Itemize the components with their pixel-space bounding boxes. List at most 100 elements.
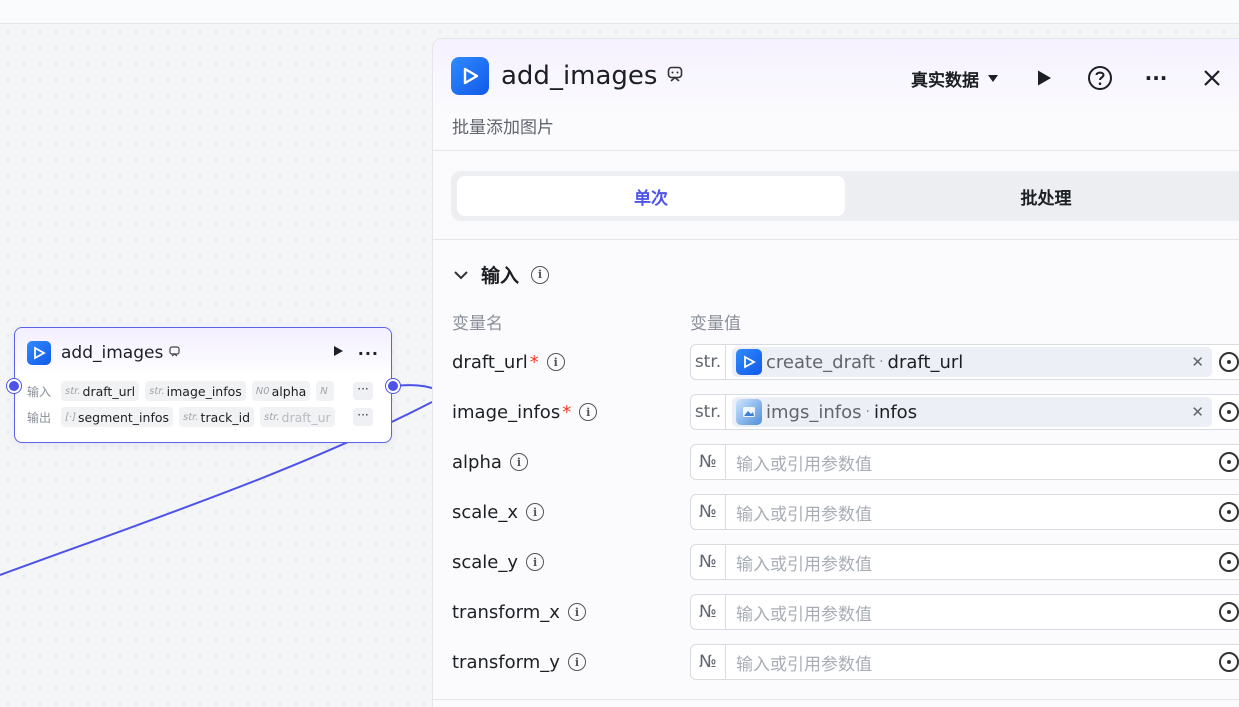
variable-ref-icon[interactable] [1219,552,1239,572]
input-section-title: 输入 [481,265,520,287]
param-name-scale-y: scale_y i [452,544,545,580]
type-number: № [691,595,726,629]
type-number: № [691,445,726,479]
clear-icon[interactable]: ✕ [1191,353,1204,371]
top-bar [0,0,1239,24]
param-value-scale-x[interactable]: № 输入或引用参数值 [690,494,1239,530]
clear-icon[interactable]: ✕ [1191,403,1204,421]
plugin-badge-icon [667,66,683,86]
ref-node-name: create_draft [766,351,876,373]
caret-down-icon [988,74,998,82]
run-node-icon[interactable] [332,345,344,361]
param-value-alpha[interactable]: № 输入或引用参数值 [690,444,1239,480]
ref-field-name: infos [873,401,918,423]
close-icon[interactable] [1197,63,1227,93]
node-title: add_images [61,343,164,363]
node-card-add-images[interactable]: add_images ··· 输入 str.draft_url str.imag… [14,327,392,443]
type-number: № [691,495,726,529]
outputs-more-button[interactable]: ··· [353,408,373,426]
param-value-draft-url[interactable]: str. create_draft · draft_url ✕ [690,344,1239,380]
required-mark: * [529,351,539,373]
tab-single[interactable]: 单次 [457,176,845,216]
ref-field-name: draft_url [887,351,964,373]
plugin-badge-icon [169,346,180,360]
param-value-transform-x[interactable]: № 输入或引用参数值 [690,594,1239,630]
bottom-divider [433,699,1239,700]
info-icon[interactable]: i [531,265,550,284]
param-name-scale-x: scale_x i [452,494,545,530]
tab-batch[interactable]: 批处理 [1020,188,1072,209]
play-logo-icon [736,349,762,375]
input-chip-truncated: N [316,381,334,401]
node-outputs-row: 输出 [·]segment_infos str.track_id str.dra… [15,404,391,430]
value-placeholder: 输入或引用参数值 [736,454,872,475]
type-str: str. [691,395,726,429]
type-str: str. [691,345,726,379]
variable-ref-icon[interactable] [1219,602,1239,622]
chevron-down-icon [454,270,468,279]
image-node-icon [736,399,762,425]
input-port[interactable] [7,379,21,393]
run-mode-tabs: 单次 批处理 [451,171,1239,221]
data-env-label: 真实数据 [911,70,979,91]
panel-header: add_images 批量添加图片 真实数据 ··· [433,39,1239,151]
input-section-header[interactable]: 输入 i [453,261,550,288]
inputs-more-button[interactable]: ··· [353,382,373,400]
type-number: № [691,645,726,679]
panel-title: add_images [501,61,658,91]
value-placeholder: 输入或引用参数值 [736,504,872,525]
help-icon[interactable] [1085,63,1115,93]
param-name-transform-y: transform_y i [452,644,586,680]
output-port[interactable] [386,379,400,393]
input-chip-draft-url: str.draft_url [61,381,140,401]
inputs-label: 输入 [27,384,52,399]
ref-node-name: imgs_infos [766,401,862,423]
param-value-scale-y[interactable]: № 输入或引用参数值 [690,544,1239,580]
param-name-alpha: alpha i [452,444,528,480]
info-icon[interactable]: i [567,603,586,621]
play-logo-icon [27,341,51,365]
value-placeholder: 输入或引用参数值 [736,554,872,575]
variable-ref-icon[interactable] [1219,452,1239,472]
param-name-image-infos: image_infos* i [452,394,598,430]
variable-ref-icon[interactable] [1219,402,1239,422]
param-name-transform-x: transform_x i [452,594,586,630]
value-placeholder: 输入或引用参数值 [736,604,872,625]
required-mark: * [562,401,572,423]
node-more-icon[interactable]: ··· [357,343,379,363]
param-value-image-infos[interactable]: str. imgs_infos · infos ✕ [690,394,1239,430]
ref-separator: · [879,354,884,370]
reference-tag[interactable]: imgs_infos · infos ✕ [732,397,1212,427]
data-env-dropdown[interactable]: 真实数据 [911,66,999,91]
variable-ref-icon[interactable] [1219,352,1239,372]
reference-tag[interactable]: create_draft · draft_url ✕ [732,347,1212,377]
param-value-transform-y[interactable]: № 输入或引用参数值 [690,644,1239,680]
output-chip-track-id: str.track_id [179,407,255,427]
ref-separator: · [865,404,870,420]
info-icon[interactable]: i [567,653,586,671]
value-placeholder: 输入或引用参数值 [736,654,872,675]
variable-ref-icon[interactable] [1219,652,1239,672]
info-icon[interactable]: i [579,403,598,421]
info-icon[interactable]: i [526,503,545,521]
test-run-icon[interactable] [1029,63,1059,93]
variable-ref-icon[interactable] [1219,502,1239,522]
node-header: add_images ··· [15,328,391,378]
input-chip-image-infos: str.image_infos [145,381,246,401]
info-icon[interactable]: i [546,353,565,371]
output-chip-draft-url: str.draft_ur [260,407,335,427]
info-icon[interactable]: i [509,453,528,471]
info-icon[interactable]: i [526,553,545,571]
section-divider [433,239,1239,240]
play-logo-icon [451,57,489,95]
more-options-icon[interactable]: ··· [1144,66,1168,90]
output-chip-segment-infos: [·]segment_infos [61,407,174,427]
type-number: № [691,545,726,579]
outputs-label: 输出 [27,410,52,425]
column-header-name: 变量名 [452,314,503,334]
panel-description: 批量添加图片 [452,118,554,138]
node-detail-panel: add_images 批量添加图片 真实数据 ··· 单次 批处理 [432,38,1239,707]
param-name-draft-url: draft_url* i [452,344,565,380]
